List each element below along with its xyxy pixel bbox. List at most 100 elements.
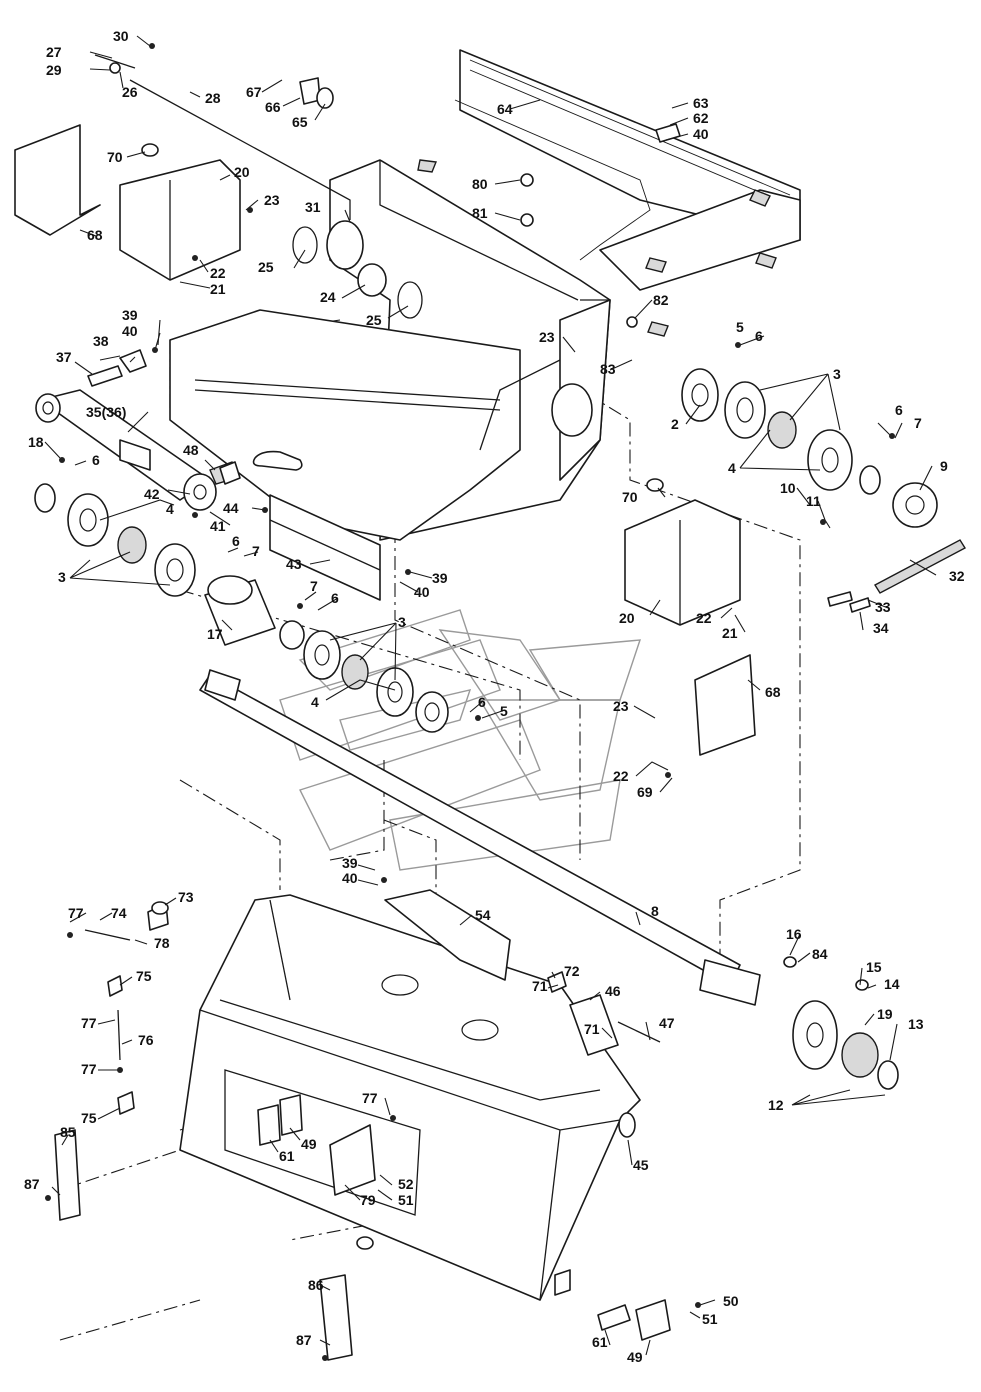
drive-shaft <box>199 669 761 1006</box>
callout-67: 67 <box>246 84 262 100</box>
callout-73: 73 <box>178 889 194 905</box>
leader-lines <box>44 35 937 1356</box>
callout-4-b: 4 <box>166 501 174 517</box>
callout-45: 45 <box>633 1157 649 1173</box>
callout-71: 71 <box>532 978 548 994</box>
right-bearing-set <box>681 368 938 528</box>
watermark-logo <box>279 609 642 871</box>
callout-38: 38 <box>93 333 109 349</box>
callout-39-c: 39 <box>342 855 358 871</box>
callout-23-b: 23 <box>539 329 555 345</box>
callout-3-c: 3 <box>398 614 406 630</box>
callout-61-b: 61 <box>592 1334 608 1350</box>
callout-22: 22 <box>210 265 226 281</box>
callout-27: 27 <box>46 44 62 60</box>
callout-23: 23 <box>264 192 280 208</box>
callout-68: 68 <box>87 227 103 243</box>
callout-43: 43 <box>286 556 302 572</box>
tube-assembly <box>35 349 237 511</box>
callout-3: 3 <box>833 366 841 382</box>
callout-65: 65 <box>292 114 308 130</box>
callout-54: 54 <box>475 907 491 923</box>
callout-39-b: 39 <box>432 570 448 586</box>
callout-8: 8 <box>651 903 659 919</box>
callout-77-d: 77 <box>362 1090 378 1106</box>
callout-52: 52 <box>398 1176 414 1192</box>
callout-61: 61 <box>279 1148 295 1164</box>
callout-6-e: 6 <box>331 590 339 606</box>
callout-6-b: 6 <box>895 402 903 418</box>
callout-68-b: 68 <box>765 684 781 700</box>
callout-35-36: 35(36) <box>86 404 126 420</box>
callout-71-b: 71 <box>584 1021 600 1037</box>
callout-46: 46 <box>605 983 621 999</box>
callout-79: 79 <box>360 1192 376 1208</box>
callout-7-b: 7 <box>252 543 260 559</box>
callout-40-b: 40 <box>122 323 138 339</box>
callout-86: 86 <box>308 1277 324 1293</box>
callout-10: 10 <box>780 480 796 496</box>
callout-3-b: 3 <box>58 569 66 585</box>
callout-77-c: 77 <box>81 1061 97 1077</box>
callout-23-c: 23 <box>613 698 629 714</box>
callout-20: 20 <box>234 164 250 180</box>
piston <box>547 971 661 1056</box>
callout-39: 39 <box>122 307 138 323</box>
callout-76: 76 <box>138 1032 154 1048</box>
callout-32: 32 <box>949 568 965 584</box>
callout-21: 21 <box>210 281 226 297</box>
callout-77: 77 <box>68 905 84 921</box>
chain <box>827 539 966 613</box>
callout-labels: 30 27 29 26 28 67 66 65 64 63 62 40 70 2… <box>24 28 965 1365</box>
callout-49: 49 <box>301 1136 317 1152</box>
callout-40-d: 40 <box>342 870 358 886</box>
callout-21-b: 21 <box>722 625 738 641</box>
callout-84: 84 <box>812 946 828 962</box>
callout-72: 72 <box>564 963 580 979</box>
small-parts <box>94 54 681 492</box>
callout-7: 7 <box>914 415 922 431</box>
callout-85: 85 <box>60 1124 76 1140</box>
callout-48: 48 <box>183 442 199 458</box>
callout-4: 4 <box>728 460 736 476</box>
flange-bearing-set <box>783 956 899 1090</box>
callout-87-b: 87 <box>296 1332 312 1348</box>
callout-17: 17 <box>207 626 223 642</box>
callout-12: 12 <box>768 1097 784 1113</box>
callout-40: 40 <box>693 126 709 142</box>
valve-parts <box>54 901 671 1361</box>
callout-87: 87 <box>24 1176 40 1192</box>
covers <box>14 124 756 756</box>
callout-15: 15 <box>866 959 882 975</box>
plate-and-bracket <box>219 461 381 601</box>
callout-64: 64 <box>497 101 513 117</box>
callout-29: 29 <box>46 62 62 78</box>
callout-2: 2 <box>671 416 679 432</box>
callout-6-d: 6 <box>232 533 240 549</box>
callout-78: 78 <box>154 935 170 951</box>
callout-6-f: 6 <box>478 694 486 710</box>
callout-5-b: 5 <box>500 703 508 719</box>
bolts <box>45 43 895 1361</box>
callout-81: 81 <box>472 205 488 221</box>
callout-75-b: 75 <box>81 1110 97 1126</box>
callout-6: 6 <box>755 328 763 344</box>
callout-30: 30 <box>113 28 129 44</box>
callout-50: 50 <box>723 1293 739 1309</box>
left-bearing-set <box>34 483 196 597</box>
callout-69: 69 <box>637 784 653 800</box>
callout-66: 66 <box>265 99 281 115</box>
callout-4-c: 4 <box>311 694 319 710</box>
callout-16: 16 <box>786 926 802 942</box>
callout-80: 80 <box>472 176 488 192</box>
callout-26: 26 <box>122 84 138 100</box>
callout-51-b: 51 <box>702 1311 718 1327</box>
callout-31: 31 <box>305 199 321 215</box>
callout-6-c: 6 <box>92 452 100 468</box>
callout-49-b: 49 <box>627 1349 643 1365</box>
callout-22-c: 22 <box>613 768 629 784</box>
callout-22-b: 22 <box>696 610 712 626</box>
callout-25-b: 25 <box>366 312 382 328</box>
callout-51: 51 <box>398 1192 414 1208</box>
